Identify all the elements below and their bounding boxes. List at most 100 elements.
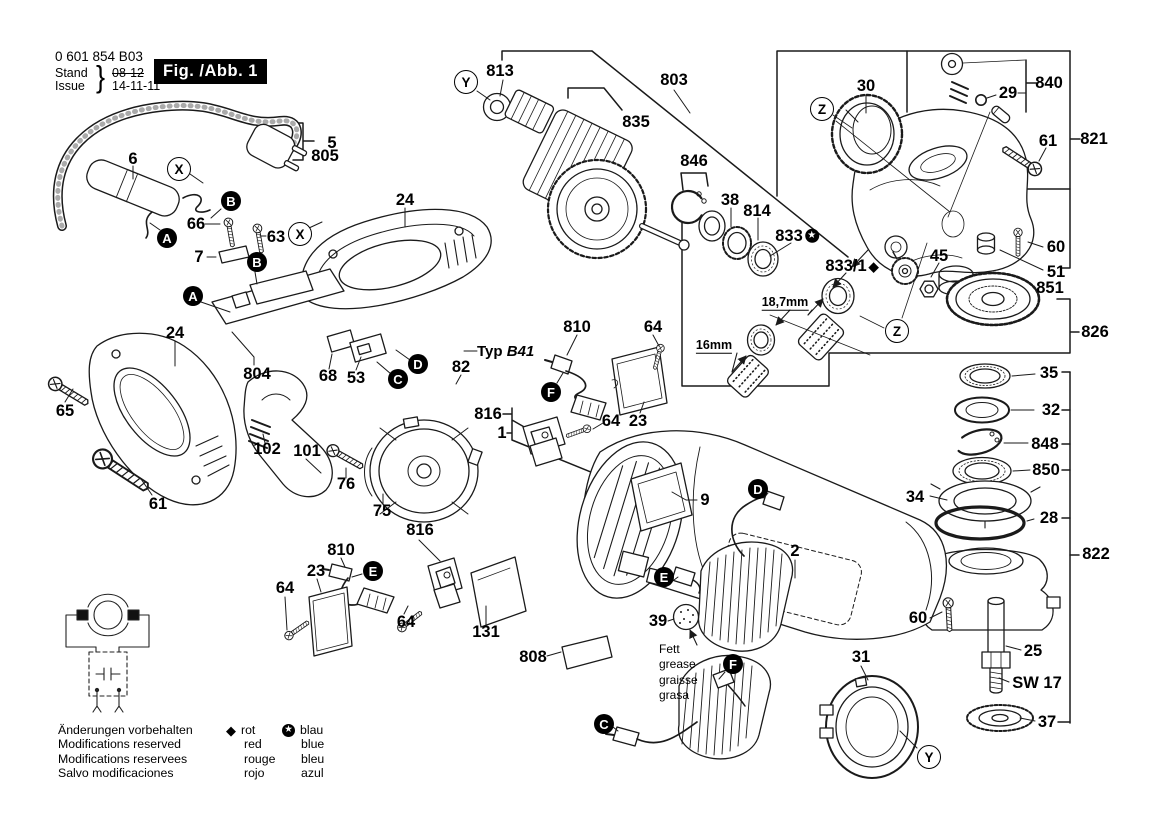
callout-text: 804: [243, 364, 271, 383]
armature: [482, 89, 690, 260]
stand-label: Stand: [55, 66, 88, 80]
shaft-rings: [670, 189, 779, 277]
callout-text: 76: [336, 474, 356, 493]
reference-marker-E: E: [363, 561, 383, 581]
part-callout-61: 61: [149, 496, 167, 513]
callout-text: 822: [1082, 544, 1110, 563]
document-part-number: 0 601 854 B03: [55, 49, 143, 64]
brace-glyph: }: [96, 60, 106, 94]
callout-text: 810: [327, 540, 355, 559]
part-callout-7: 7: [194, 249, 203, 266]
legend-term: rot: [241, 723, 256, 737]
callout-text: 39: [648, 611, 668, 630]
callout-text: 60: [908, 608, 928, 627]
part-callout-38: 38: [721, 192, 739, 209]
part-callout-63: 63: [267, 229, 285, 246]
part-callout-65: 65: [56, 403, 74, 420]
callout-text: 25: [1023, 641, 1043, 660]
part-callout-822: 822: [1082, 546, 1110, 563]
part-callout-64: 64: [397, 614, 415, 631]
reference-marker-X: X: [288, 222, 312, 246]
part-callout-60: 60: [909, 610, 927, 627]
part-callout-2: 2: [790, 543, 799, 560]
reference-marker-F: F: [723, 654, 743, 674]
grease-line: grasa: [659, 688, 690, 703]
part-callout-101: 101: [293, 443, 321, 460]
reference-marker-E: E: [654, 567, 674, 587]
callout-text: 65: [55, 401, 75, 420]
part-callout-816: 816: [474, 406, 502, 423]
part-callout-814: 814: [743, 203, 771, 220]
part-callout-34: 34: [906, 489, 924, 506]
legend-term: rojo: [244, 766, 265, 781]
red-diamond-icon: ◆: [226, 722, 236, 738]
callout-text: 35: [1039, 363, 1059, 382]
part-callout-813: 813: [486, 63, 514, 80]
callout-text: 803: [660, 70, 688, 89]
disclaimer-line: Änderungen vorbehalten: [58, 723, 193, 737]
callout-text: 31: [851, 647, 871, 666]
part-callout-39: 39: [649, 613, 667, 630]
part-callout-848: 848: [1031, 436, 1059, 453]
part-callout-24: 24: [396, 192, 414, 209]
switch-bridge: [211, 245, 387, 363]
reference-marker-Y: Y: [917, 745, 941, 769]
grease-note: Fett grease graisse grasa: [659, 642, 698, 704]
callout-text: 816: [406, 520, 434, 539]
callout-text: 16mm: [695, 337, 733, 352]
reference-marker-A: A: [183, 286, 203, 306]
bearing-plate: [364, 416, 483, 523]
callout-text: 66: [186, 214, 206, 233]
callout-text: 37: [1037, 712, 1057, 731]
callout-text: 1: [497, 423, 507, 442]
part-callout-61: 61: [1039, 133, 1057, 150]
reference-marker-Z: Z: [810, 97, 834, 121]
callout-text: 848: [1031, 434, 1059, 453]
part-callout-131: 131: [472, 624, 500, 641]
callout-text: 61: [1038, 131, 1058, 150]
part-callout-30: 30: [857, 78, 875, 95]
part-callout-60: 60: [1047, 239, 1065, 256]
callout-text: 821: [1080, 129, 1108, 148]
part-callout-32: 32: [1042, 402, 1060, 419]
stator-ring: [819, 675, 919, 779]
callout-text: 813: [486, 61, 514, 80]
part-callout-28: 28: [1040, 510, 1058, 527]
part-callout-SW-17: SW 17: [1012, 675, 1062, 692]
callout-text: 51: [1046, 262, 1066, 281]
callout-text: 814: [743, 201, 771, 220]
reference-marker-A: A: [157, 228, 177, 248]
brush-holder-mid: [308, 557, 463, 657]
callout-text: 24: [165, 323, 185, 342]
part-callout-5: 5: [327, 135, 336, 152]
part-callout-35: 35: [1040, 365, 1058, 382]
group-brackets: [292, 50, 1081, 724]
callout-text: 2: [790, 541, 800, 560]
callout-text: 833: [775, 226, 803, 245]
type-value: B41: [506, 343, 535, 360]
blue-star-icon: ★: [804, 229, 819, 243]
part-callout-851: 851: [1036, 280, 1064, 297]
part-callout-816: 816: [406, 522, 434, 539]
part-callout-82: 82: [452, 359, 470, 376]
callout-text: 29: [998, 83, 1018, 102]
callout-text: 102: [253, 439, 281, 458]
reference-marker-C: C: [594, 714, 614, 734]
spindle-bearing-stack: [913, 363, 1061, 732]
callout-text: 846: [680, 151, 708, 170]
legend-term: bleu: [301, 751, 325, 766]
ring-gear: [830, 93, 904, 175]
reference-marker-Z: Z: [885, 319, 909, 343]
part-callout-68: 68: [319, 368, 337, 385]
part-callout-805: 805: [311, 148, 339, 165]
part-callout-6: 6: [128, 151, 137, 168]
part-callout-833-1: 833/1◆: [825, 258, 878, 275]
callout-text: 23: [306, 561, 326, 580]
detent-parts: [940, 52, 1026, 218]
part-callout-808: 808: [519, 649, 547, 666]
callout-text: 64: [275, 578, 295, 597]
grease-line: graisse: [659, 672, 698, 687]
reference-marker-F: F: [541, 382, 561, 402]
